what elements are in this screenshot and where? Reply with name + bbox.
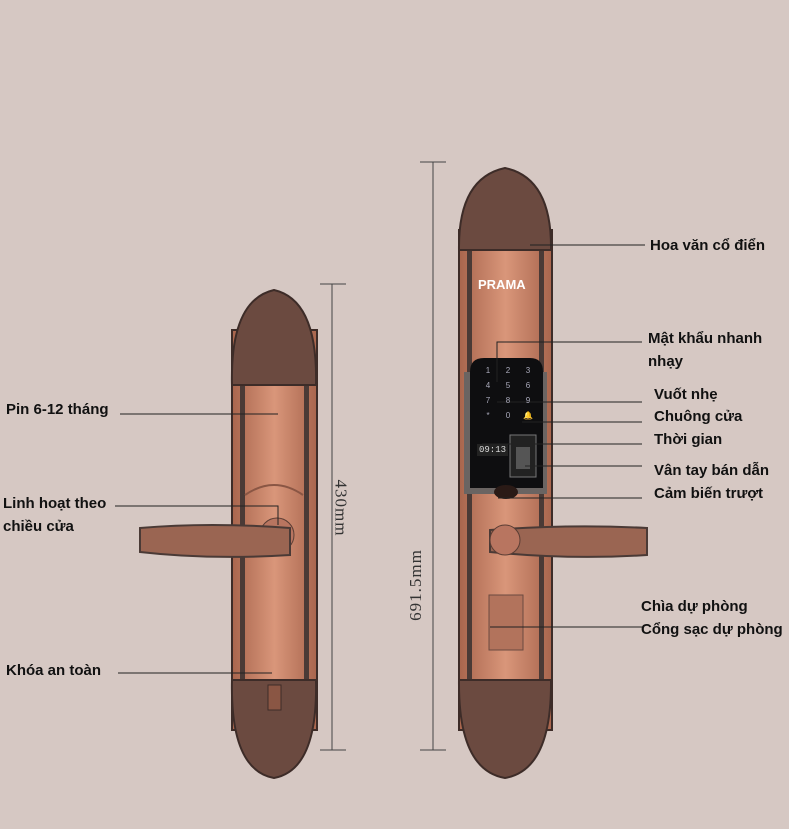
leader-lines xyxy=(115,244,645,674)
label-flexible-2: chiều cửa xyxy=(3,518,74,535)
label-time: Thời gian xyxy=(654,431,723,448)
right-handle xyxy=(489,525,648,558)
key[interactable]: 7 xyxy=(485,396,491,405)
dimension-right: 691.5mm xyxy=(405,549,425,621)
clock-display: 09:13 xyxy=(477,444,509,456)
dimension-left: 430mm xyxy=(331,479,351,537)
key[interactable]: 8 xyxy=(505,396,511,405)
label-password-2: nhạy xyxy=(648,353,684,370)
key[interactable]: 2 xyxy=(505,366,511,375)
label-doorbell: Chuông cửa xyxy=(654,408,743,425)
label-spare-key: Chìa dự phòng xyxy=(641,598,748,615)
label-safety-lock: Khóa an toàn xyxy=(6,662,102,679)
key[interactable]: 5 xyxy=(505,381,511,390)
spare-key-cover xyxy=(488,594,524,651)
left-handle xyxy=(139,524,291,558)
label-swipe: Vuốt nhẹ xyxy=(654,386,718,403)
label-pattern: Hoa văn cổ điển xyxy=(650,237,766,254)
ornament-top xyxy=(230,288,318,386)
right-lock xyxy=(457,166,648,780)
label-flexible-1: Linh hoạt theo xyxy=(3,495,107,512)
label-slide-sensor: Cảm biến trượt xyxy=(654,485,764,502)
key[interactable]: 1 xyxy=(485,366,491,375)
key[interactable]: 9 xyxy=(525,396,531,405)
key[interactable]: 4 xyxy=(485,381,491,390)
brand-logo: PRAMA xyxy=(478,277,526,292)
ornament-bottom xyxy=(230,679,318,780)
label-spare-charging: Cổng sạc dự phòng xyxy=(641,621,783,638)
key[interactable]: 6 xyxy=(525,381,531,390)
left-lock xyxy=(139,288,318,780)
key[interactable]: * xyxy=(486,411,490,420)
label-fingerprint: Vân tay bán dẫn xyxy=(654,462,770,479)
label-password-1: Mật khẩu nhanh xyxy=(648,330,763,347)
bell-icon[interactable]: 🔔 xyxy=(523,411,533,420)
key[interactable]: 3 xyxy=(525,366,531,375)
label-battery: Pin 6-12 tháng xyxy=(6,401,109,418)
dimension-lines xyxy=(320,161,446,751)
keypad: 1 2 3 4 5 6 7 8 9 * 0 🔔 xyxy=(478,366,538,420)
key[interactable]: 0 xyxy=(505,411,511,420)
